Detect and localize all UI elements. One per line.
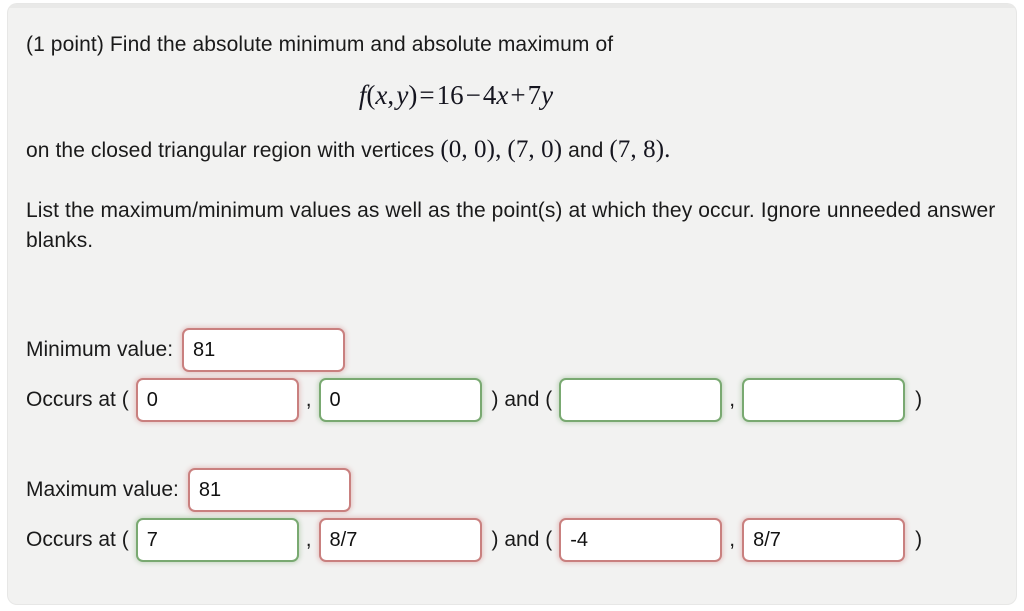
formula-const-16: 16 <box>436 80 464 110</box>
formula-close-paren: ) <box>408 80 418 110</box>
maximum-point2-y-input[interactable] <box>742 518 906 562</box>
formula-term-y: y <box>541 80 554 110</box>
maximum-row-close-paren: ) <box>915 528 923 551</box>
minimum-occurs-row: Occurs at ( , ) and ( , ) <box>26 372 1016 428</box>
maximum-point1-y-input[interactable] <box>318 518 482 562</box>
function-formula: f(x, y)=16−4x+7y <box>26 80 886 111</box>
minimum-value-input[interactable] <box>182 328 346 372</box>
minimum-point2-x-input[interactable] <box>559 378 723 422</box>
maximum-occurs-row: Occurs at ( , ) and ( , ) <box>26 512 1016 568</box>
formula-minus: − <box>465 80 481 110</box>
maximum-occurs-label: Occurs at ( <box>26 528 129 551</box>
minimum-value-label: Minimum value: <box>26 338 174 361</box>
vertex-2: (7, 0) <box>507 136 563 163</box>
minimum-point2-separator: , <box>729 388 736 411</box>
formula-coef-7: 7 <box>527 80 542 110</box>
answer-block-spacer <box>26 428 1016 462</box>
formula-var-y: y <box>396 80 409 110</box>
answer-section: Minimum value: Occurs at ( , ) and ( , <box>26 322 1016 568</box>
vertex-separator-1: , <box>495 136 502 163</box>
minimum-point1-y-input[interactable] <box>318 378 482 422</box>
card-top-strip <box>8 4 1016 8</box>
maximum-value-row: Maximum value: <box>26 462 1016 518</box>
problem-card: (1 point) Find the absolute minimum and … <box>8 4 1016 604</box>
vertex-1: (0, 0) <box>440 136 496 163</box>
minimum-point2-y-input[interactable] <box>742 378 906 422</box>
formula-term-x: x <box>496 80 509 110</box>
maximum-point2-separator: , <box>729 528 736 551</box>
problem-statement: (1 point) Find the absolute minimum and … <box>26 20 1006 256</box>
maximum-value-label: Maximum value: <box>26 478 179 501</box>
problem-intro-text: (1 point) Find the absolute minimum and … <box>26 33 614 56</box>
minimum-occurs-label: Occurs at ( <box>26 388 129 411</box>
minimum-row-close-paren: ) <box>915 388 923 411</box>
minimum-value-row: Minimum value: <box>26 322 1016 378</box>
maximum-answer-block: Maximum value: Occurs at ( , ) and ( , <box>26 462 1016 568</box>
minimum-point1-x-input[interactable] <box>135 378 299 422</box>
formula-var-x: x <box>375 80 388 110</box>
maximum-point1-x-input[interactable] <box>135 518 299 562</box>
minimum-point-join-text: ) and ( <box>491 388 553 411</box>
formula-coef-4: 4 <box>482 80 497 110</box>
minimum-answer-block: Minimum value: Occurs at ( , ) and ( , <box>26 322 1016 428</box>
formula-open-paren: ( <box>366 80 376 110</box>
region-description: on the closed triangular region with ver… <box>26 135 1006 166</box>
maximum-point1-separator: , <box>305 528 312 551</box>
region-prefix-text: on the closed triangular region with ver… <box>26 139 435 162</box>
maximum-point2-x-input[interactable] <box>559 518 723 562</box>
maximum-value-input[interactable] <box>187 468 351 512</box>
maximum-point-join-text: ) and ( <box>491 528 553 551</box>
region-end-period: . <box>664 136 671 163</box>
formula-plus: + <box>510 80 526 110</box>
vertex-3: (7, 8) <box>609 136 665 163</box>
formula-comma: , <box>387 80 395 110</box>
instructions-text: List the maximum/minimum values as well … <box>26 199 996 252</box>
vertex-conjunction: and <box>568 139 604 162</box>
formula-f: f <box>358 80 367 110</box>
formula-equals: = <box>419 80 435 110</box>
minimum-point1-separator: , <box>305 388 312 411</box>
